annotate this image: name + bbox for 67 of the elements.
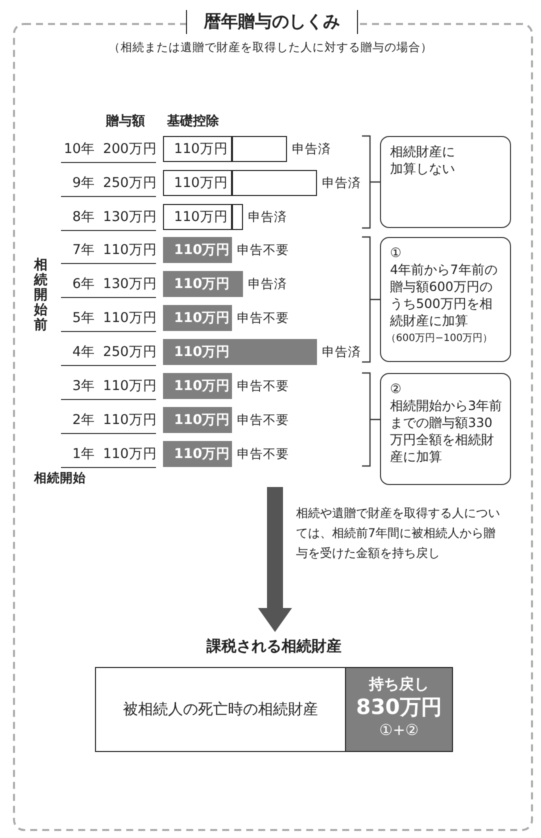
year-label: 1年 [61,441,103,468]
deduction-bar: 110万円 [163,441,232,467]
note-box [380,373,511,485]
subtitle: （相続または遺贈で財産を取得した人に対する贈与の場合） [108,40,434,56]
filing-status: 申告済 [248,208,287,226]
formula-note: （600万円−100万円） [386,332,494,346]
deduction-bar: 110万円 [163,305,232,331]
gift-amount: 110万円 [103,237,156,264]
filing-status: 申告不要 [237,241,289,259]
year-label: 10年 [61,136,103,163]
gift-amount: 110万円 [103,373,156,400]
excess-bar [232,339,317,365]
filing-status: 申告済 [292,140,331,158]
gift-amount: 200万円 [103,136,156,163]
gift-amount: 130万円 [103,204,156,231]
deduction-bar: 110万円 [163,271,232,297]
title: 暦年贈与のしくみ [186,10,358,34]
axis-label: 相続開始前 [34,258,48,333]
gift-amount: 110万円 [103,407,156,434]
filing-status: 申告不要 [237,411,289,429]
excess-bar [232,170,317,196]
note-box [380,237,511,362]
deduction-bar: 110万円 [163,170,232,196]
year-label: 6年 [61,271,103,298]
circled-number: ① [390,245,402,262]
circled-number: ② [390,381,402,398]
column-header: 基礎控除 [167,113,219,130]
addback-amount: 830万円 [355,694,443,720]
note-text: 相続開始から3年前までの贈与額330万円全額を相続財産に加算 [390,398,504,466]
gift-amount: 110万円 [103,441,156,468]
property-box: 被相続人の死亡時の相続財産 [95,667,346,752]
filing-status: 申告不要 [237,377,289,395]
deduction-bar: 110万円 [163,136,232,162]
year-label: 8年 [61,204,103,231]
deduction-bar: 110万円 [163,237,232,263]
section-heading: 課税される相続財産 [205,636,342,657]
column-header: 贈与額 [106,112,145,130]
filing-status: 申告済 [322,174,361,192]
excess-bar [232,271,243,297]
filing-status: 申告不要 [237,445,289,463]
down-arrow [258,487,292,632]
filing-status: 申告済 [322,343,361,361]
year-label: 7年 [61,237,103,264]
year-label: 4年 [61,339,103,366]
year-label: 9年 [61,170,103,197]
excess-bar [232,204,243,230]
deduction-bar: 110万円 [163,373,232,399]
year-label: 2年 [61,407,103,434]
filing-status: 申告済 [248,275,287,293]
filing-status: 申告不要 [237,309,289,327]
note-text: 相続財産に加算しない [390,144,456,178]
addback-formula: ①+② [378,720,420,740]
deduction-bar: 110万円 [163,339,232,365]
addback-box [345,667,453,752]
year-label: 3年 [61,373,103,400]
deduction-bar: 110万円 [163,407,232,433]
gift-amount: 250万円 [103,170,156,197]
gift-amount: 130万円 [103,271,156,298]
excess-bar [232,136,287,162]
axis-label: 相続開始 [34,470,86,487]
gift-amount: 110万円 [103,305,156,332]
note-box [380,136,511,228]
note-text: 4年前から7年前の贈与額600万円のうち500万円を相続財産に加算 [390,262,498,330]
deduction-bar: 110万円 [163,204,232,230]
year-label: 5年 [61,305,103,332]
addback-title: 持ち戻し [368,674,430,694]
gift-amount: 250万円 [103,339,156,366]
